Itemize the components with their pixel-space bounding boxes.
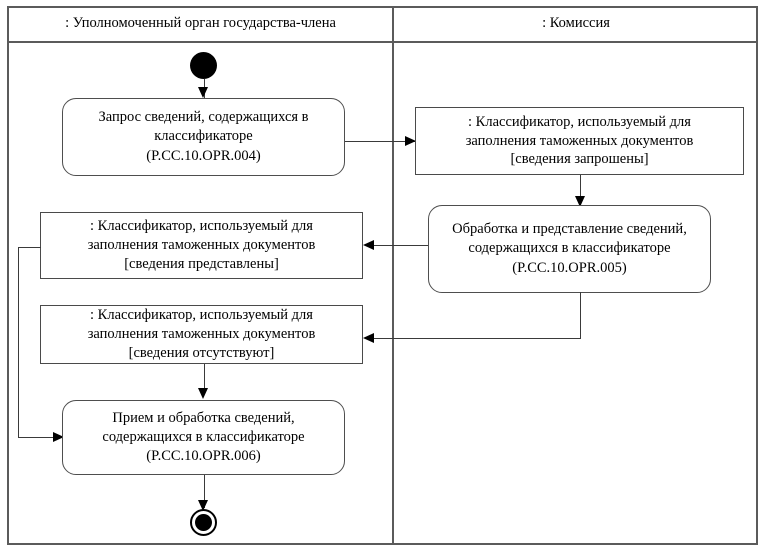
- activity-opr004-line-2: классификаторе: [154, 128, 253, 145]
- activity-opr005-line-1: Обработка и представление сведений,: [452, 221, 687, 238]
- arrowhead-object-requested-to-opr005: [574, 196, 585, 207]
- arrowhead-initial-to-opr004: [198, 87, 208, 98]
- object-node-provided[interactable]: : Классификатор, используемый для заполн…: [40, 212, 363, 279]
- activity-opr006-line-1: Прием и обработка сведений,: [112, 409, 295, 426]
- edge-object-provided-exit-left: [18, 247, 41, 248]
- swimlane-divider: [392, 6, 394, 545]
- object-node-requested-line-3: [сведения запрошены]: [510, 151, 649, 168]
- edge-opr005-to-object-provided: [374, 245, 428, 246]
- arrowhead-opr005-to-object-provided: [363, 239, 374, 250]
- swimlane-header-member-state: : Уполномоченный орган государства-члена: [65, 15, 336, 31]
- swimlane-header-commission: : Комиссия: [542, 15, 610, 31]
- object-node-requested[interactable]: : Классификатор, используемый для заполн…: [415, 107, 744, 175]
- activity-opr004-line-3: (P.CC.10.OPR.004): [146, 147, 261, 164]
- arrowhead-opr005-to-object-absent: [363, 332, 374, 343]
- object-node-absent[interactable]: : Классификатор, используемый для заполн…: [40, 305, 363, 364]
- object-node-requested-line-1: : Классификатор, используемый для: [468, 113, 691, 130]
- object-node-provided-line-2: заполнения таможенных документов: [87, 237, 316, 254]
- object-node-absent-line-3: [сведения отсутствуют]: [128, 344, 275, 361]
- activity-opr005[interactable]: Обработка и представление сведений, соде…: [428, 205, 711, 293]
- edge-opr006-to-final: [203, 475, 205, 508]
- arrowhead-left-rail-to-opr006: [53, 431, 64, 442]
- activity-opr004[interactable]: Запрос сведений, содержащихся в классифи…: [62, 98, 345, 176]
- edge-left-rail-to-opr006: [18, 437, 62, 438]
- swimlane-header-rule: [7, 41, 758, 43]
- activity-opr005-line-2: содержащихся в классификаторе: [468, 240, 671, 257]
- final-node: [190, 509, 217, 536]
- edge-object-requested-to-opr005: [580, 175, 581, 205]
- activity-opr006[interactable]: Прием и обработка сведений, содержащихся…: [62, 400, 345, 475]
- edge-opr004-to-object-requested: [345, 141, 415, 142]
- initial-node: [190, 52, 217, 79]
- edge-opr005-down-to-absent-rail: [580, 292, 581, 339]
- arrowhead-opr004-to-object-requested: [405, 135, 416, 146]
- object-node-absent-line-1: : Классификатор, используемый для: [90, 307, 313, 324]
- object-node-absent-line-2: заполнения таможенных документов: [87, 326, 316, 343]
- object-node-requested-line-2: заполнения таможенных документов: [465, 132, 694, 149]
- edge-absent-rail-to-object-absent: [374, 338, 581, 339]
- object-node-provided-line-1: : Классификатор, используемый для: [90, 218, 313, 235]
- edge-left-rail-down: [18, 247, 19, 438]
- activity-opr006-line-2: содержащихся в классификаторе: [102, 428, 305, 445]
- arrowhead-opr006-to-final: [198, 500, 208, 511]
- activity-opr006-line-3: (P.CC.10.OPR.006): [146, 448, 261, 465]
- object-node-provided-line-3: [сведения представлены]: [124, 255, 279, 272]
- activity-opr005-line-3: (P.CC.10.OPR.005): [512, 259, 627, 276]
- activity-opr004-line-1: Запрос сведений, содержащихся в: [98, 109, 309, 126]
- arrowhead-object-absent-to-opr006: [198, 388, 208, 399]
- edge-object-absent-to-opr006: [203, 364, 205, 391]
